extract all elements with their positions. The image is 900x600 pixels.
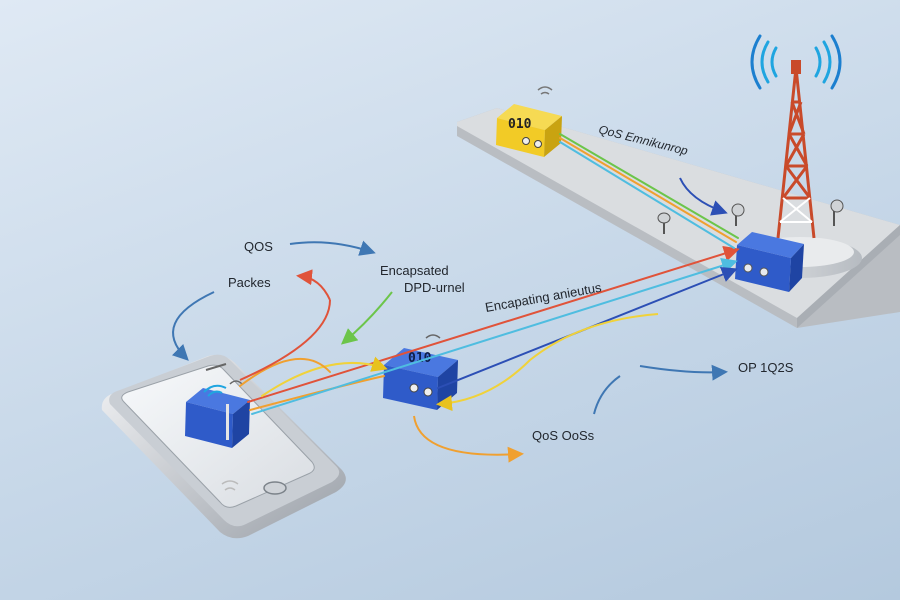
yellow-router: 010 [496, 86, 562, 157]
stream-yellow-top [559, 137, 737, 243]
data-streams [239, 133, 740, 415]
satellite-dish-icon [657, 199, 844, 234]
annotation-arrows [171, 177, 728, 463]
stream-cyan [251, 257, 738, 415]
phone-blue-router [185, 380, 250, 448]
label-op-qos: OP 1Q2S [738, 360, 794, 375]
cell-tower [776, 60, 816, 239]
middle-blue-router: 010 [383, 334, 458, 410]
stream-orange-phone [239, 358, 331, 387]
label-dpd-tunnel: DPD-urnel [404, 280, 465, 295]
label-packes: Packes [228, 275, 271, 290]
label-qos-top: QOS [244, 239, 273, 254]
label-qos-bottom: QoS OoSs [532, 428, 595, 443]
label-encapsulated: Encapsated [380, 263, 449, 278]
tower-blue-router [735, 232, 804, 292]
stream-yellow-mid [261, 356, 388, 397]
stream-cyan-top [559, 141, 735, 249]
yellow-router-tag: 010 [508, 117, 532, 132]
signal-waves-icon [750, 34, 842, 90]
stream-red [247, 245, 740, 403]
stream-green-top [559, 133, 739, 239]
